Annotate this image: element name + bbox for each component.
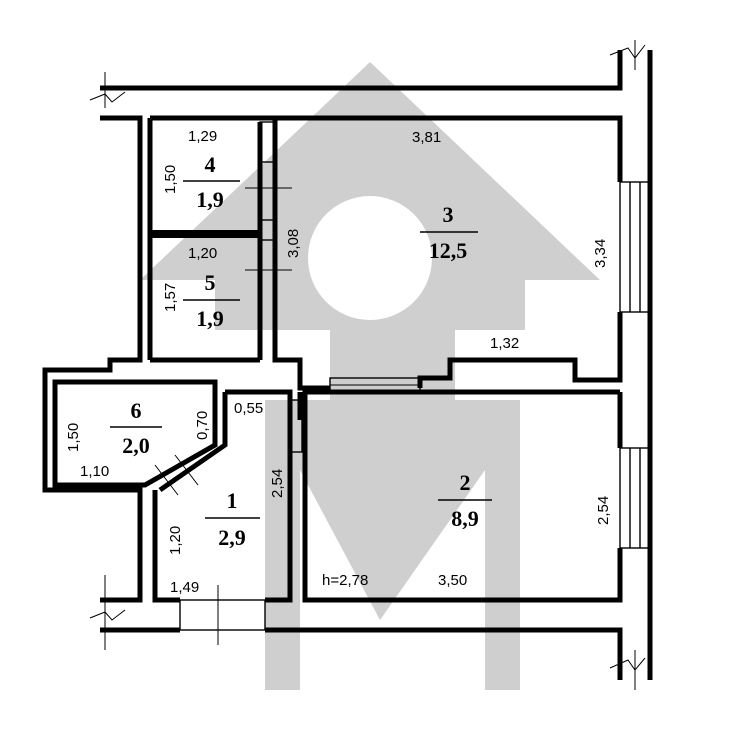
break-marks	[89, 40, 646, 690]
dim-room1-left: 1,20	[167, 526, 184, 555]
dim-room5-height: 1,57	[162, 283, 179, 312]
room-6-number: 6	[131, 398, 142, 423]
ceiling-height: h=2,78	[322, 572, 368, 589]
dim-room1-side: 2,54	[269, 469, 286, 498]
dim-room1-bottom: 1,49	[170, 579, 199, 596]
dim-room6-height: 1,50	[65, 423, 82, 452]
room-6-area: 2,0	[122, 433, 150, 458]
room-5-number: 5	[205, 270, 216, 295]
dim-room3-bottom: 1,32	[490, 335, 519, 352]
exterior-walls	[42, 50, 653, 680]
dimension-labels: 1,29 1,50 1,20 1,57 3,81 3,08 3,34 1,32 …	[65, 128, 612, 596]
dim-room2-right: 2,54	[595, 496, 612, 525]
watermark-logo	[140, 62, 600, 690]
dim-room6-width: 1,10	[80, 463, 109, 480]
room-3-number: 3	[443, 202, 454, 227]
vent-shafts	[245, 121, 303, 453]
room-2-number: 2	[460, 470, 471, 495]
room-4-number: 4	[205, 152, 216, 177]
door-lines	[154, 454, 199, 496]
dim-room2-bottom: 3,50	[438, 572, 467, 589]
dim-room6-diag: 0,70	[194, 411, 211, 440]
room-1-number: 1	[227, 488, 238, 513]
window-room-3	[619, 181, 651, 313]
dim-room3-window-wall: 3,34	[592, 239, 609, 268]
entrance-door	[179, 585, 266, 645]
dim-room1-top: 0,55	[234, 400, 263, 417]
room-3-area: 12,5	[429, 238, 468, 263]
doorway-room-2	[329, 377, 421, 393]
partition-4-5	[150, 230, 260, 238]
dim-room4-width: 1,29	[188, 128, 217, 145]
dim-room5-width: 1,20	[188, 245, 217, 262]
dim-room4-height: 1,50	[162, 165, 179, 194]
room-4-area: 1,9	[196, 187, 224, 212]
room-5-area: 1,9	[196, 306, 224, 331]
room-2-area: 8,9	[451, 506, 479, 531]
dim-room3-depth: 3,08	[285, 229, 302, 258]
window-room-2	[619, 447, 651, 549]
dim-room3-width: 3,81	[412, 129, 441, 146]
room-1-area: 2,9	[218, 525, 246, 550]
